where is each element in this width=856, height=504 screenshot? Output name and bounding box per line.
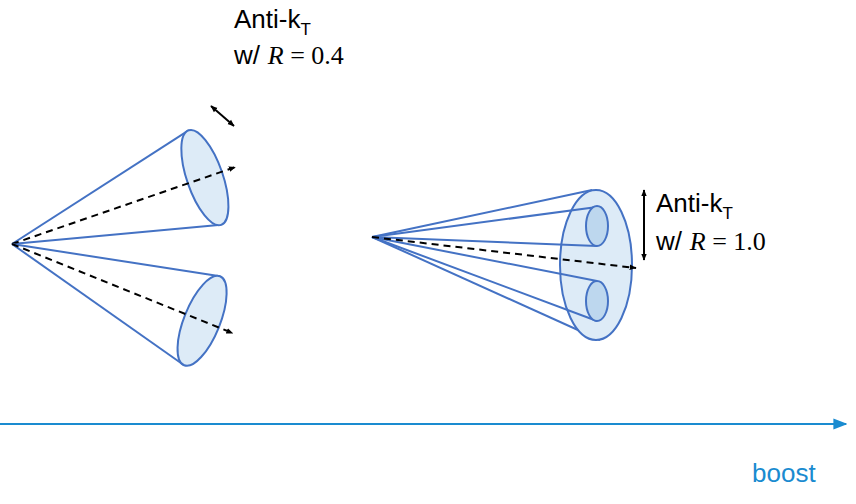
radius-value: = 0.4 [290,41,344,70]
subjet-opening [586,281,608,321]
axis-label: boost [752,458,816,488]
cone-opening [560,190,632,340]
algorithm-label: Anti-kT [234,4,311,38]
algorithm-subscript: T [722,204,732,223]
radius-arrow [643,190,645,260]
algorithm-subscript: T [300,20,310,39]
algorithm-name: Anti-k [234,4,300,34]
with-word: w/ [656,226,682,256]
boost-arrow [0,423,846,425]
cone-edge [12,178,221,292]
subjet-edge [372,237,597,246]
jet-axis-arrow [372,237,636,268]
boost-label: boost [752,458,816,488]
large-jet-cone [372,190,636,340]
upper-jet-cone [0,120,251,291]
algorithm-name: Anti-k [656,188,722,218]
cone-edge [12,199,220,320]
cone-edge [372,190,592,237]
radius-label: w/R= 0.4 [234,40,344,71]
radius-label: w/R= 1.0 [656,226,766,257]
algorithm-label: Anti-kT [656,188,733,222]
radius-value: = 1.0 [712,227,766,256]
radius-symbol: R [268,41,284,70]
lower-jet-cone [0,199,251,377]
radius-symbol: R [690,227,706,256]
jet-axis-arrow [12,244,233,333]
with-word: w/ [234,40,260,70]
jet-axis-arrow [12,167,235,244]
cone-edge [0,244,202,365]
radius-arrow [211,106,234,126]
subjet-edge [372,207,597,237]
subjet-opening [586,206,608,246]
